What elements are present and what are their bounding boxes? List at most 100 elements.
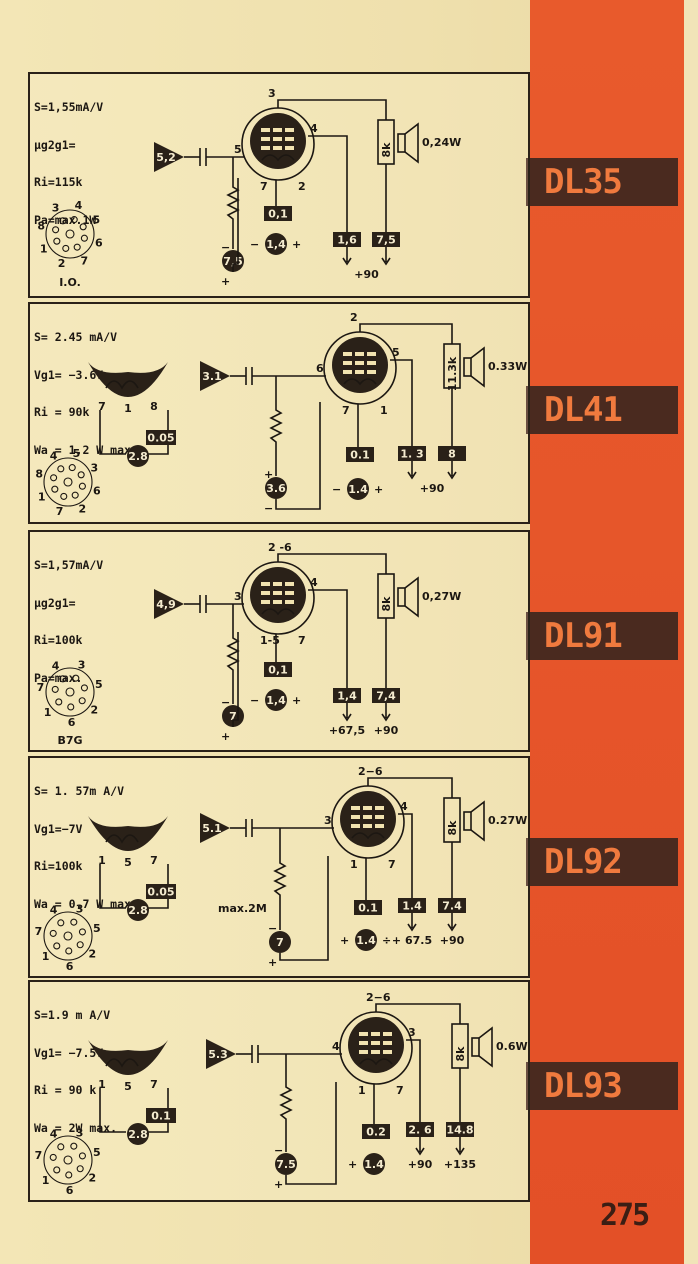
- heater-pin-label: 1: [124, 402, 132, 415]
- grid-segment: [367, 361, 376, 365]
- socket-pin: [57, 1143, 65, 1151]
- socket-pin-label: 3: [52, 202, 60, 215]
- output-power-value: 0,24W: [422, 136, 461, 149]
- speaker-cone: [404, 576, 419, 618]
- cathode-pin-label: 7: [342, 404, 350, 417]
- grid-segment: [285, 591, 294, 595]
- heater-filament: [105, 834, 139, 844]
- filament-value-box: [264, 662, 292, 677]
- socket-pin: [62, 244, 70, 252]
- screen-voltage-value: 1,4: [337, 690, 357, 703]
- polarity-sign: +: [221, 730, 230, 743]
- socket-pin: [70, 216, 78, 224]
- socket-pin-label: 2: [79, 502, 87, 515]
- supply-arrow: [447, 461, 457, 480]
- resistor: [269, 376, 283, 476]
- screen-voltage-value: 2. 6: [408, 1124, 432, 1137]
- cathode-pin-label: 7: [388, 858, 396, 871]
- input-signal-value: 4,9: [156, 598, 176, 611]
- grid-segment: [355, 352, 364, 356]
- grid-segment: [375, 806, 384, 810]
- filament-value-box: [362, 1124, 390, 1139]
- socket-pin-label: 7: [56, 505, 64, 518]
- cathode-pin-label: 7: [260, 180, 268, 193]
- socket-pin-label: 5: [93, 922, 101, 935]
- input-signal-value: 5.3: [208, 1048, 228, 1061]
- speaker-cone: [470, 800, 485, 842]
- heater-current-value: 1,4: [266, 238, 286, 251]
- load-value: 8k: [454, 1046, 467, 1062]
- grid-segment: [363, 806, 372, 810]
- supply-arrow: [381, 703, 391, 722]
- grid-segment: [375, 824, 384, 828]
- grid-segment: [261, 146, 270, 150]
- socket-pin-label: 4: [50, 1128, 58, 1141]
- screen-voltage-value: 1.4: [402, 900, 422, 913]
- socket-pin-label: 2: [89, 947, 97, 960]
- polarity-sign: −: [332, 483, 341, 496]
- speaker-magnet: [471, 1037, 480, 1057]
- heater-pin-label: 7: [150, 854, 158, 867]
- socket-pin: [78, 697, 86, 705]
- socket-pin: [53, 237, 61, 245]
- grid-segment: [273, 128, 282, 132]
- polarity-sign: −: [221, 241, 230, 254]
- filament: [261, 154, 295, 162]
- heater-voltage-value: 2.8: [128, 904, 148, 917]
- socket-key: [63, 1155, 73, 1165]
- speaker-cone: [404, 122, 419, 164]
- heater-current-value-circle: [265, 233, 287, 255]
- heater-voltage-value-circle: [127, 899, 149, 921]
- heater-current-value: 1.4: [348, 483, 368, 496]
- spec-line: μg2g1=: [34, 137, 76, 152]
- spec-block: S=1,57mA/V μg2g1= Ri=100k Pa=max.: [34, 534, 103, 709]
- socket-pin: [67, 703, 75, 711]
- socket-pin: [49, 1153, 57, 1161]
- cathode-pin-label: 1: [358, 1084, 366, 1097]
- socket-pin-label: 4: [75, 199, 83, 212]
- cathode-pin-label: 1: [380, 404, 388, 417]
- screen-voltage-value-box: [398, 446, 426, 461]
- socket-pin: [78, 482, 86, 490]
- socket-pin-label: 2: [89, 1171, 97, 1184]
- socket-outline: [43, 457, 93, 507]
- socket-key: [65, 687, 75, 697]
- heater-pin-label: 7: [150, 1078, 158, 1091]
- socket-pin: [51, 485, 59, 493]
- anode-wire: [359, 323, 453, 344]
- grid-segment: [383, 1041, 392, 1045]
- socket-pin-label: 3: [78, 658, 86, 671]
- socket-pin-label: 6: [95, 236, 103, 249]
- heater-wire: [99, 864, 169, 909]
- socket-pin: [59, 217, 67, 225]
- screen-pin-label: 4: [310, 576, 318, 589]
- grid-segment: [367, 352, 376, 356]
- grid-segment: [351, 815, 360, 819]
- cathode-pin-label: 7: [396, 1084, 404, 1097]
- grid-segment: [363, 824, 372, 828]
- grid-pin-label: 4: [332, 1040, 340, 1053]
- socket-pin: [57, 465, 65, 473]
- heater-current-value: 1.4: [356, 934, 376, 947]
- input-signal-value: 5,2: [156, 151, 176, 164]
- grid-segment: [371, 1050, 380, 1054]
- cathode-pin-label: 1-5: [260, 634, 280, 647]
- heater-filament-value: 0.05: [147, 886, 174, 899]
- cathode-return-wire: [232, 632, 239, 727]
- grid-segment: [261, 582, 270, 586]
- heater-wire: [99, 410, 169, 455]
- cathode-return-wire: [285, 1082, 337, 1185]
- grid-segment: [285, 137, 294, 141]
- filament-value: 0.1: [358, 902, 378, 915]
- grid-segment: [273, 600, 282, 604]
- socket-pin: [80, 684, 88, 692]
- socket-pin-label: 7: [37, 681, 45, 694]
- socket-pin-label: 7: [35, 925, 43, 938]
- filament: [351, 832, 385, 840]
- polarity-sign: −: [264, 502, 273, 515]
- anode-wire: [277, 553, 387, 574]
